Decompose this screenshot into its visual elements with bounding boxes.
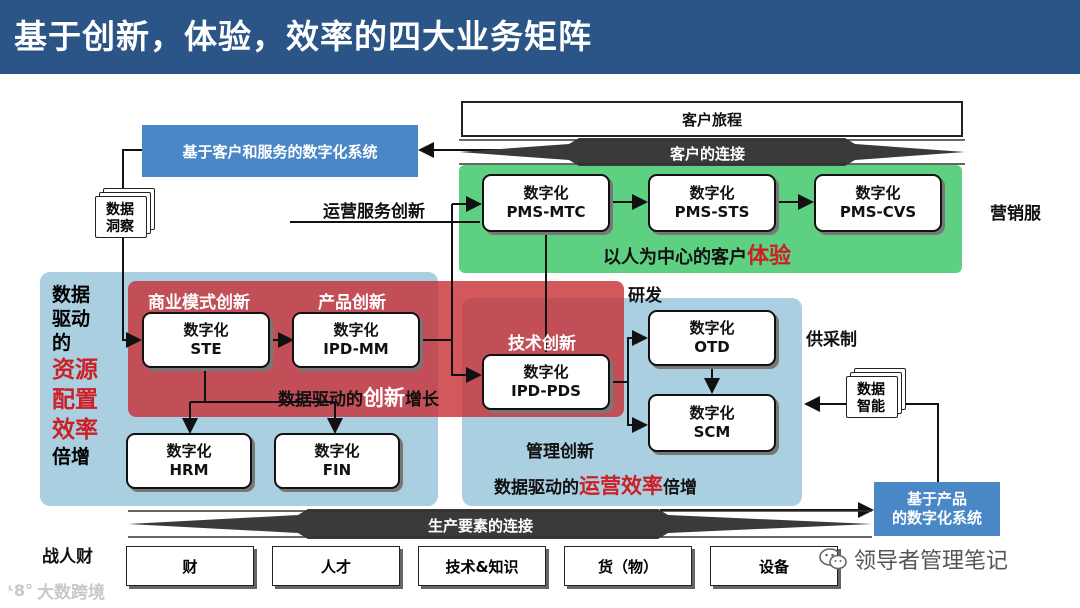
innovation-growth-caption: 数据驱动的创新增长 <box>278 382 439 412</box>
pms-mtc-box: 数字化 PMS-MTC <box>482 174 610 232</box>
pms-mtc-line2: PMS-MTC <box>506 203 586 221</box>
pms-sts-line1: 数字化 <box>689 184 735 202</box>
side-label-emph1: 资源 <box>52 357 98 383</box>
bottom-item-goods-label: 货（物） <box>597 557 658 576</box>
fin-line1: 数字化 <box>314 442 360 460</box>
product-system-banner: 基于产品 的数字化系统 <box>874 482 1000 536</box>
watermark-left-label: 大数跨境 <box>37 583 106 603</box>
management-innovation-label: 管理创新 <box>526 442 594 462</box>
otd-line1: 数字化 <box>689 319 735 337</box>
scm-box: 数字化 SCM <box>648 394 776 452</box>
customer-experience-emphasis: 体验 <box>747 244 792 269</box>
ipd-pds-line2: IPD-PDS <box>511 382 581 400</box>
fin-box: 数字化 FIN <box>274 433 400 489</box>
product-system-line1: 基于产品 <box>906 490 967 508</box>
ipd-mm-box: 数字化 IPD-MM <box>292 312 420 368</box>
side-label-line3: 的 <box>52 332 72 354</box>
bottom-item-tech-knowledge-label: 技术&知识 <box>445 557 519 576</box>
ops-service-innovation-label: 运营服务创新 <box>323 202 425 222</box>
data-intelligence-line2: 智能 <box>857 399 885 415</box>
ipd-mm-line1: 数字化 <box>333 321 379 339</box>
marketing-label: 营销服 <box>990 204 1041 224</box>
bottom-item-talent: 人才 <box>272 546 400 586</box>
side-label-emph2: 配置 <box>52 387 98 413</box>
ops-efficiency-emphasis: 运营效率 <box>579 474 663 498</box>
innovation-growth-emphasis: 创新 <box>363 386 405 410</box>
pms-cvs-line1: 数字化 <box>855 184 901 202</box>
hrm-line2: HRM <box>169 461 209 479</box>
customer-journey-label: 客户旅程 <box>681 110 742 129</box>
pms-sts-box: 数字化 PMS-STS <box>648 174 776 232</box>
title-bar <box>0 0 1080 74</box>
data-insight-line2: 洞察 <box>106 219 134 235</box>
ops-efficiency-caption: 数据驱动的运营效率倍增 <box>494 470 697 500</box>
pms-cvs-line2: PMS-CVS <box>839 203 917 221</box>
ste-box: 数字化 STE <box>142 312 270 368</box>
customer-service-system-banner: 基于客户和服务的数字化系统 <box>142 125 418 177</box>
otd-line2: OTD <box>694 338 730 356</box>
tech-innovation-label: 技术创新 <box>508 334 576 354</box>
ste-line2: STE <box>190 340 222 358</box>
watermark-left-icon: ᶫ8° <box>8 581 34 600</box>
customer-experience-prefix: 以人为中心的客户 <box>603 247 747 268</box>
rd-label: 研发 <box>628 286 662 306</box>
otd-box: 数字化 OTD <box>648 310 776 366</box>
production-connection-band <box>128 509 872 539</box>
page-title: 基于创新，体验，效率的四大业务矩阵 <box>14 17 592 56</box>
data-insight-line1: 数据 <box>106 202 134 218</box>
ipd-mm-line2: IPD-MM <box>323 340 389 358</box>
bottom-item-finance: 财 <box>126 546 254 586</box>
bottom-item-goods: 货（物） <box>564 546 692 586</box>
innovation-growth-prefix: 数据驱动的 <box>278 390 363 410</box>
customer-connection-band <box>459 138 965 166</box>
data-insight-doc: 数据 洞察 <box>95 188 155 238</box>
watermark-right-label: 领导者管理笔记 <box>854 549 1009 574</box>
bottom-item-tech-knowledge: 技术&知识 <box>418 546 546 586</box>
bottom-item-equipment-label: 设备 <box>758 557 789 576</box>
customer-connection-label: 客户的连接 <box>670 145 746 163</box>
customer-service-system-label: 基于客户和服务的数字化系统 <box>182 142 378 161</box>
ops-efficiency-prefix: 数据驱动的 <box>494 478 579 498</box>
war-people-finance-label: 战人财 <box>42 547 93 567</box>
side-label-line2: 驱动 <box>52 308 91 330</box>
customer-journey-box: 客户旅程 <box>461 101 963 137</box>
side-label-line4: 倍增 <box>52 446 91 468</box>
ipd-pds-box: 数字化 IPD-PDS <box>482 354 610 410</box>
supply-label: 供采制 <box>806 330 857 350</box>
resource-efficiency-side-label: 数据 驱动 的 资源 配置 效率 倍增 <box>52 283 112 469</box>
wechat-icon <box>819 548 847 570</box>
ipd-pds-line1: 数字化 <box>523 363 569 381</box>
business-model-innovation-label: 商业模式创新 <box>148 293 250 313</box>
innovation-growth-suffix: 增长 <box>405 390 439 410</box>
hrm-box: 数字化 HRM <box>126 433 252 489</box>
fin-line2: FIN <box>322 461 352 479</box>
side-label-line1: 数据 <box>52 284 91 306</box>
side-label-emph3: 效率 <box>52 417 98 443</box>
production-connection-label: 生产要素的连接 <box>428 517 534 535</box>
watermark-left: ᶫ8° 大数跨境 <box>8 578 105 603</box>
customer-experience-caption: 以人为中心的客户体验 <box>603 238 791 270</box>
product-innovation-label: 产品创新 <box>318 293 386 313</box>
pms-mtc-line1: 数字化 <box>523 184 569 202</box>
ops-efficiency-suffix: 倍增 <box>663 478 697 498</box>
bottom-item-talent-label: 人才 <box>320 557 351 576</box>
bottom-item-finance-label: 财 <box>182 557 198 576</box>
scm-line1: 数字化 <box>689 404 735 422</box>
watermark-right: 领导者管理笔记 <box>818 543 1008 575</box>
product-system-line2: 的数字化系统 <box>891 509 982 527</box>
data-intelligence-doc: 数据 智能 <box>846 368 906 418</box>
bottom-item-equipment: 设备 <box>710 546 838 586</box>
pms-sts-line2: PMS-STS <box>674 203 750 221</box>
data-intelligence-line1: 数据 <box>857 382 885 398</box>
pms-cvs-box: 数字化 PMS-CVS <box>814 174 942 232</box>
ste-line1: 数字化 <box>183 321 229 339</box>
scm-line2: SCM <box>693 423 731 441</box>
hrm-line1: 数字化 <box>166 442 212 460</box>
